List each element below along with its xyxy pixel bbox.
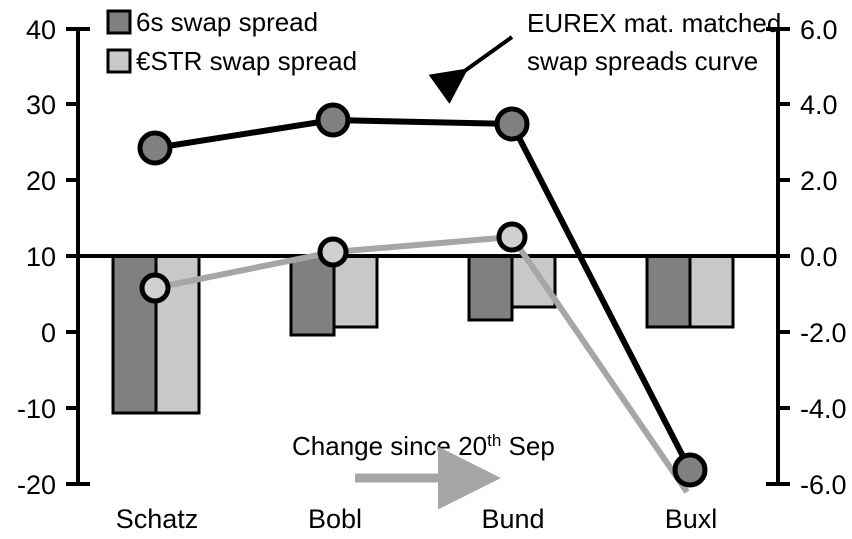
left-tick-30: 30 <box>26 90 56 120</box>
bar-estr-bobl[interactable] <box>332 254 379 329</box>
legend-swatch-estr <box>106 48 132 74</box>
bar-estr-buxl[interactable] <box>688 254 735 329</box>
annotation-change-since: Change since 20th Sep <box>292 431 555 510</box>
gray-line-path <box>154 234 690 494</box>
callout-line-1: EUREX mat. matched <box>527 8 781 38</box>
legend: 6s swap spread €STR swap spread <box>106 7 357 76</box>
change-label-main: Change since 20 <box>292 431 487 461</box>
category-label-bobl: Bobl <box>308 504 362 534</box>
left-tick-10: 10 <box>26 242 56 272</box>
bar-6s-bobl[interactable] <box>289 254 336 337</box>
right-axis: 6.0 4.0 2.0 0.0 -2.0 -4.0 -6.0 <box>766 15 847 500</box>
right-tick-4: 4.0 <box>800 90 838 120</box>
right-tick-neg4: -4.0 <box>800 394 847 424</box>
change-label-tail: Sep <box>501 431 555 461</box>
right-tick-neg2: -2.0 <box>800 318 847 348</box>
gray-marker-bobl[interactable] <box>317 236 349 268</box>
right-tick-2: 2.0 <box>800 166 838 196</box>
change-label: Change since 20th Sep <box>292 431 555 461</box>
legend-item-6s[interactable]: 6s swap spread <box>106 7 318 37</box>
category-label-buxl: Buxl <box>665 504 718 534</box>
bar-estr-bund[interactable] <box>510 254 557 309</box>
black-marker-schatz[interactable] <box>137 130 173 166</box>
right-tick-6: 6.0 <box>800 15 838 45</box>
left-tick-neg10: -10 <box>17 394 56 424</box>
left-tick-0: 0 <box>41 318 56 348</box>
right-tick-neg6: -6.0 <box>800 470 847 500</box>
category-label-schatz: Schatz <box>116 504 199 534</box>
category-label-bund: Bund <box>481 504 544 534</box>
callout-arrow-icon <box>428 35 514 104</box>
category-axis-labels: Schatz Bobl Bund Buxl <box>116 504 718 534</box>
legend-label-6s: 6s swap spread <box>136 7 318 37</box>
left-tick-40: 40 <box>26 15 56 45</box>
legend-item-estr[interactable]: €STR swap spread <box>106 46 357 76</box>
callout-line-2: swap spreads curve <box>527 46 758 76</box>
black-line-path <box>154 117 693 472</box>
bar-6s-bund[interactable] <box>467 254 514 322</box>
gray-marker-schatz[interactable] <box>139 272 171 304</box>
series-change-since-sep <box>139 221 690 494</box>
left-tick-20: 20 <box>26 166 56 196</box>
left-axis: 40 30 20 10 0 -10 -20 <box>17 15 90 500</box>
legend-label-estr: €STR swap spread <box>136 46 357 76</box>
black-marker-bund[interactable] <box>494 106 530 142</box>
right-tick-0: 0.0 <box>800 242 838 272</box>
bar-6s-buxl[interactable] <box>645 254 692 329</box>
black-marker-bobl[interactable] <box>315 102 351 138</box>
left-tick-neg20: -20 <box>17 470 56 500</box>
bars-layer <box>111 254 735 415</box>
series-eurex-curve <box>137 102 708 488</box>
legend-swatch-6s <box>106 9 132 35</box>
gray-marker-bund[interactable] <box>496 221 528 253</box>
black-marker-buxl[interactable] <box>672 452 708 488</box>
change-label-sup: th <box>487 431 501 450</box>
annotation-eurex-callout: EUREX mat. matched swap spreads curve <box>428 8 781 104</box>
